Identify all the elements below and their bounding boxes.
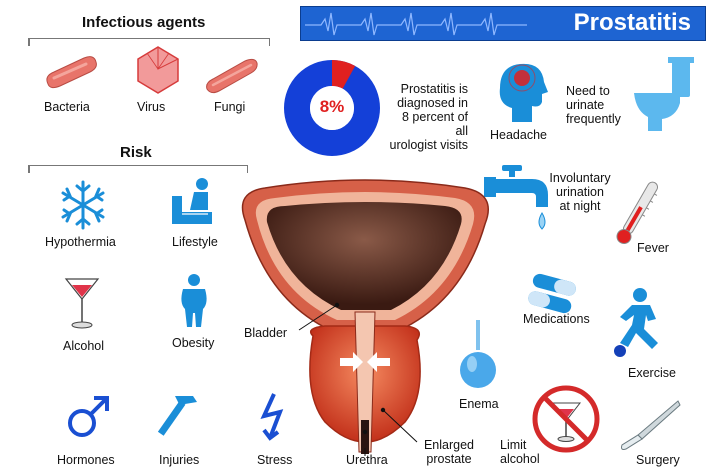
lightning-icon [260,393,284,441]
urinate-line-3: frequently [566,112,621,126]
risk-bracket [28,165,248,173]
hypothermia-label: Hypothermia [45,235,116,249]
enlarged-prostate-text: Enlarged prostate [421,438,477,466]
urinate-line-1: Need to [566,84,610,98]
page-title: Prostatitis [573,9,691,36]
donut-slice-8-percent [284,60,380,156]
surgery-label: Surgery [636,453,680,467]
bacteria-icon [46,56,97,89]
exercise-label: Exercise [628,366,676,380]
toilet-icon [634,57,694,131]
fungi-icon [206,58,258,94]
limit-alcohol-text: Limit alcohol [500,438,540,466]
male-symbol-icon [68,396,109,437]
exercise-runner-icon [614,288,658,357]
obese-person-icon [181,274,207,327]
ecg-line-icon [305,12,527,36]
bladder-label: Bladder [244,326,288,340]
bacteria-label: Bacteria [44,100,90,114]
no-alcohol-icon [532,385,600,453]
fungi-label: Fungi [214,100,246,114]
stress-label: Stress [257,453,293,467]
hormones-label: Hormones [57,453,115,467]
stat-line-1: Prostatitis is [400,82,468,96]
injuries-label: Injuries [159,453,200,467]
stat-text: Prostatitis is diagnosed in 8 percent of… [388,82,469,152]
scalpel-icon [621,400,681,450]
enema-label: Enema [459,397,499,411]
snowflake-icon [61,180,105,230]
involuntary-line-3: at night [559,199,601,213]
percent-label: 8% [319,97,345,116]
involuntary-text: Involuntary urination at night [545,171,615,213]
involuntary-line-1: Involuntary [549,171,611,185]
armchair-person-icon [172,178,212,224]
faucet-icon [484,165,548,230]
stat-line-4: urologist visits [389,138,469,152]
infectious-bracket [28,38,270,46]
title-banner: Prostatitis [300,6,706,41]
headache-label: Headache [490,128,547,142]
infectious-heading: Infectious agents [82,14,206,31]
cocktail-glass-icon [64,278,100,329]
percent-donut-chart [284,60,380,156]
headache-head-icon [499,63,548,122]
involuntary-line-2: urination [556,185,604,199]
obesity-label: Obesity [172,336,215,350]
hammer-icon [157,396,197,436]
limit-line-2: alcohol [500,452,540,466]
lifestyle-label: Lifestyle [172,235,218,249]
pills-icon [528,273,576,314]
urethra-label: Urethra [346,453,388,467]
bladder-prostate-illustration [241,179,489,456]
medications-label: Medications [523,312,590,326]
virus-icon [137,46,179,94]
enema-bulb-icon [460,320,496,388]
limit-line-1: Limit [500,438,527,452]
urinate-line-2: urinate [566,98,605,112]
virus-label: Virus [137,100,166,114]
fever-label: Fever [637,241,669,255]
enlarged-line-1: Enlarged [423,438,475,452]
alcohol-label: Alcohol [63,339,104,353]
risk-heading: Risk [120,144,152,161]
thermometer-icon [616,181,658,245]
stat-line-2: diagnosed in [397,96,468,110]
stat-line-3: 8 percent of all [401,110,468,138]
enlarged-line-2: prostate [426,452,472,466]
urinate-text: Need to urinate frequently [566,84,621,126]
